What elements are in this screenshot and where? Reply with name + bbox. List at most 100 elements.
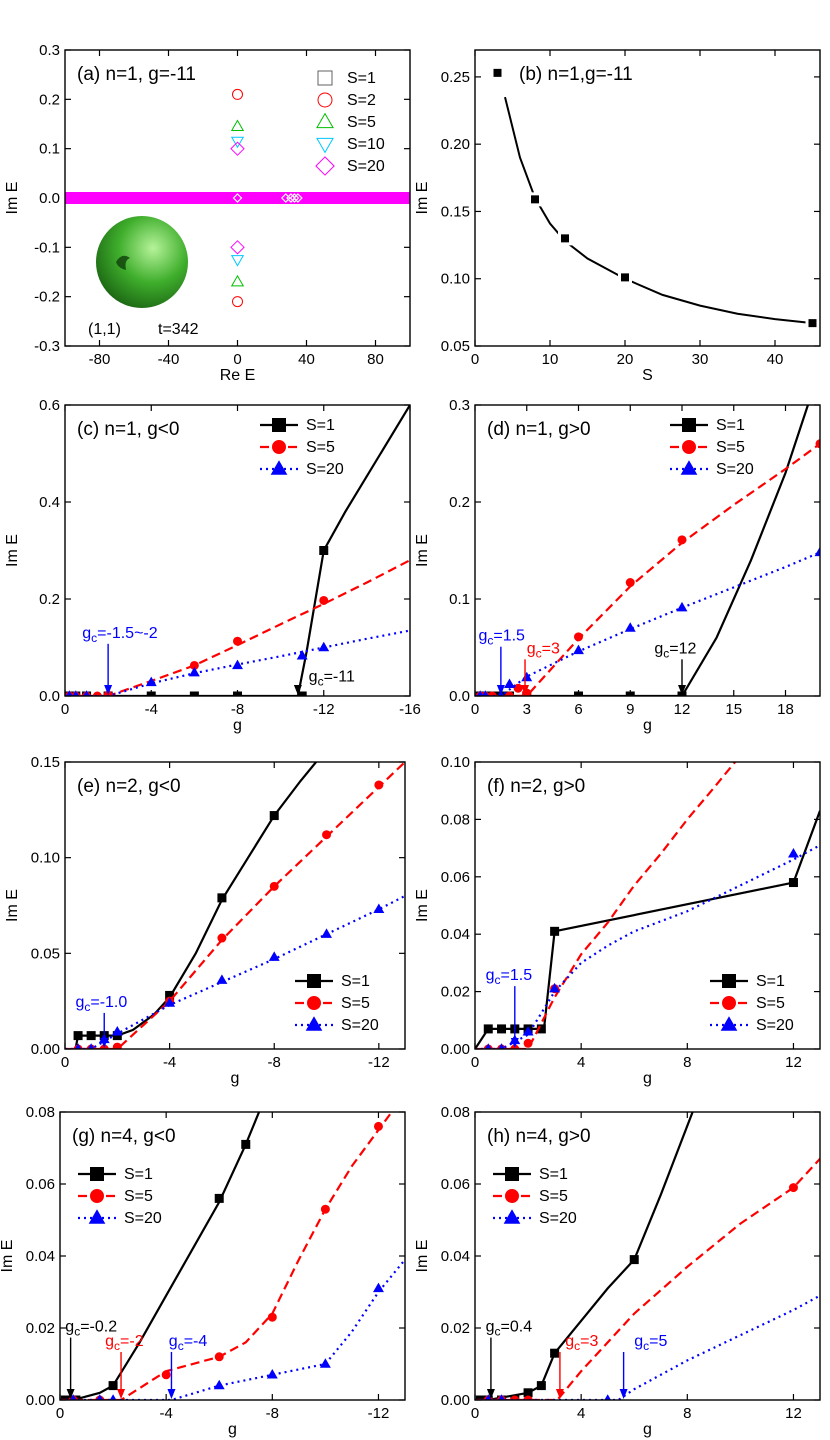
legend-marker [682,440,696,454]
data-point [788,1183,798,1193]
y-tick-label: 0.02 [441,984,470,1001]
x-tick-label: 10 [542,351,559,368]
legend-marker [505,1167,519,1181]
data-point [808,319,817,328]
data-point [296,649,308,660]
x-tick-label: -16 [399,701,421,718]
x-tick-label: -40 [158,351,180,368]
panel-label: (e) n=2, g<0 [77,776,181,797]
legend-marker [722,974,736,988]
x-axis-label: g [643,717,652,734]
data-point [497,1024,507,1034]
band-marker [232,193,243,203]
y-tick-label: 0.06 [441,869,470,886]
series-line [475,1112,694,1400]
data-point [621,273,629,282]
data-point [188,666,200,677]
data-point [372,1282,384,1293]
legend-marker [270,460,288,475]
x-tick-label: 9 [626,701,634,718]
data-point [625,691,635,696]
data-point [523,1038,533,1048]
data-point [513,683,523,693]
x-tick-label: 4 [577,1054,585,1071]
y-tick-label: 0.08 [26,1104,55,1121]
critical-g-label: gc=1.5 [486,967,533,987]
legend-marker [316,112,334,129]
legend-label: S=5 [306,439,335,456]
data-point [83,690,90,696]
data-point [230,274,245,287]
data-point [373,903,385,914]
legend-label: S=5 [124,1188,153,1205]
plot-area [475,1112,820,1400]
y-tick-label: 0.3 [39,42,60,59]
x-tick-label: 0 [233,351,241,368]
x-tick-label: -4 [145,701,158,718]
legend-label: S=20 [756,1017,794,1034]
arrow-head [104,685,113,695]
x-tick-label: 0 [61,701,69,718]
data-point [268,951,280,961]
y-tick-label: 0.08 [441,1104,470,1121]
x-tick-label: -12 [313,701,335,718]
data-point [321,928,333,938]
x-axis-label: g [231,1070,240,1087]
arrow-head [678,685,686,695]
y-tick-label: -0.2 [34,289,60,306]
series-line [475,405,809,696]
axes-frame [474,761,821,1050]
x-tick-label: 80 [367,351,384,368]
x-tick-label: 6 [574,701,582,718]
x-tick-label: 18 [777,701,794,718]
x-tick-label: -80 [89,351,111,368]
y-tick-label: -0.3 [34,338,60,355]
x-axis-label: g [228,1421,237,1438]
data-point [787,848,799,858]
legend-label: S=5 [347,114,376,131]
axes-frame [64,761,406,1050]
data-point [233,636,242,646]
data-point [232,88,243,100]
inset-label: (1,1) [88,321,121,338]
x-tick-label: -4 [163,1054,176,1071]
series-line [475,810,820,1049]
data-point [86,1031,96,1041]
data-point [482,690,489,696]
panel-label: (c) n=1, g<0 [77,419,179,440]
data-point [108,1381,118,1391]
series-line [60,1112,261,1400]
y-tick-label: 0.1 [449,591,470,608]
legend-label: S=1 [341,973,370,990]
legend-marker [315,156,335,176]
data-point [484,1394,492,1400]
axes-frame [64,49,411,347]
legend-marker [307,974,321,988]
y-tick-label: 0.10 [31,850,60,867]
data-point [73,1031,83,1041]
y-tick-label: 0.1 [39,141,60,158]
data-point [112,1042,122,1049]
data-point [216,974,228,984]
arrow-head [66,1389,75,1399]
x-tick-label: 20 [617,351,634,368]
data-point [531,195,539,204]
y-tick-label: 0.08 [441,811,470,828]
fit-curve [504,96,813,325]
data-point [625,578,635,588]
x-tick-label: 3 [523,701,531,718]
legend-marker [722,996,736,1010]
y-tick-label: 0.00 [26,1392,55,1409]
x-tick-label: 8 [683,1405,691,1422]
critical-g-label: gc=-1.0 [75,994,127,1014]
legend-marker [503,1209,521,1224]
data-point [146,691,156,696]
y-axis-label: Im E [0,1240,16,1273]
data-point [573,644,584,655]
legend-label: S=5 [341,995,370,1012]
y-tick-label: 0.2 [39,591,60,608]
x-tick-label: 40 [767,351,784,368]
x-tick-label: 30 [692,351,709,368]
